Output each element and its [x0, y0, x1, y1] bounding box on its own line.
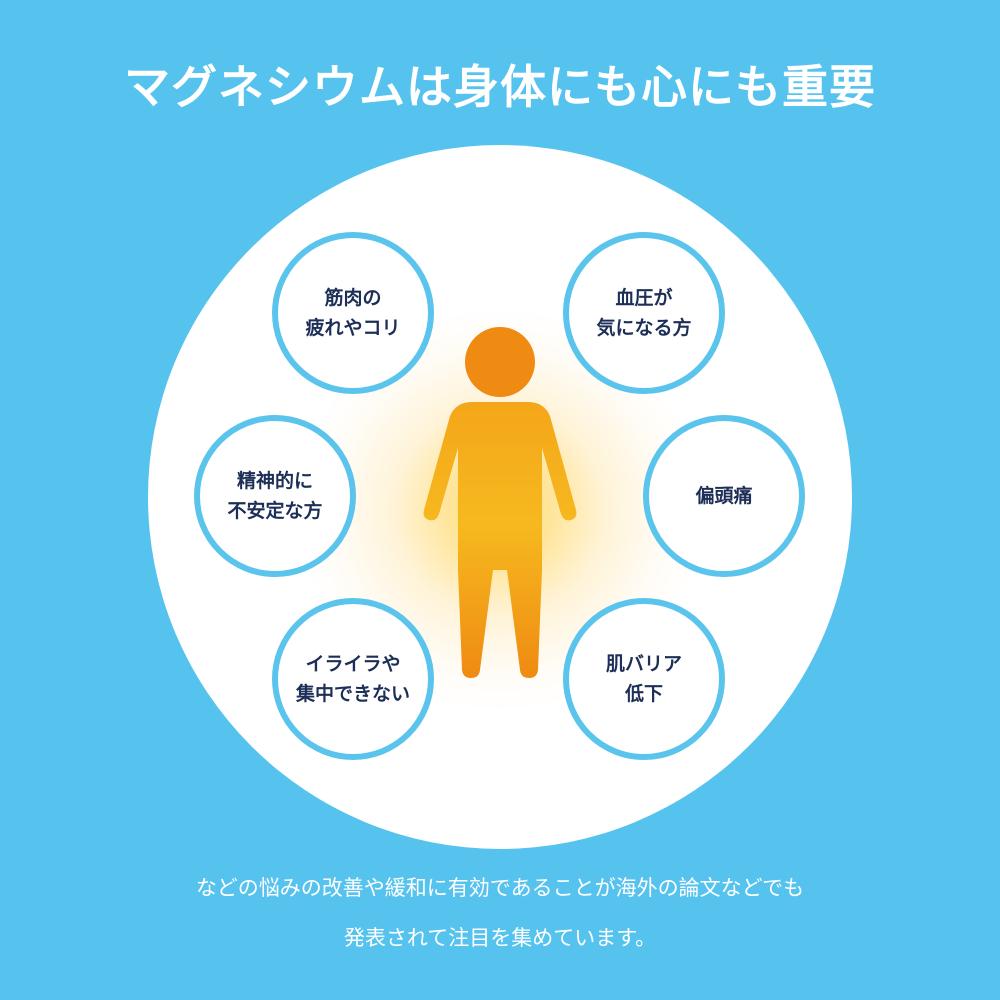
bubble-line: 気になる方	[596, 317, 692, 339]
bubble-line: 不安定な方	[227, 500, 323, 522]
person-head	[465, 327, 535, 397]
bubble-line: 精神的に	[236, 470, 313, 492]
bubble-line: 筋肉の	[324, 287, 382, 309]
page-title: マグネシウムは身体にも心にも重要	[124, 60, 876, 114]
bubble-line: 疲れやコリ	[305, 317, 401, 339]
caption-line-2: 発表されて注目を集めています。	[343, 926, 657, 950]
bubble-line: 肌バリア	[605, 653, 682, 675]
bubble-line: 低下	[624, 683, 663, 705]
person-icon	[423, 327, 577, 678]
bubble-mental-instability: 精神的に不安定な方	[194, 415, 356, 577]
bubble-blood-pressure: 血圧が気になる方	[563, 232, 725, 394]
bubble-muscle-fatigue: 筋肉の疲れやコリ	[272, 232, 434, 394]
bubble-line: 偏頭痛	[695, 485, 753, 507]
bubble-line: イライラや	[305, 653, 401, 675]
caption-line-1: などの悩みの改善や緩和に有効であることが海外の論文などでも	[195, 876, 805, 900]
bubble-irritability: イライラや集中できない	[272, 598, 434, 760]
bubble-line: 血圧が	[615, 287, 673, 309]
bubble-line: 集中できない	[295, 683, 410, 705]
bubble-migraine: 偏頭痛	[643, 415, 805, 577]
person-body	[423, 402, 577, 678]
bubble-skin-barrier: 肌バリア低下	[563, 598, 725, 760]
